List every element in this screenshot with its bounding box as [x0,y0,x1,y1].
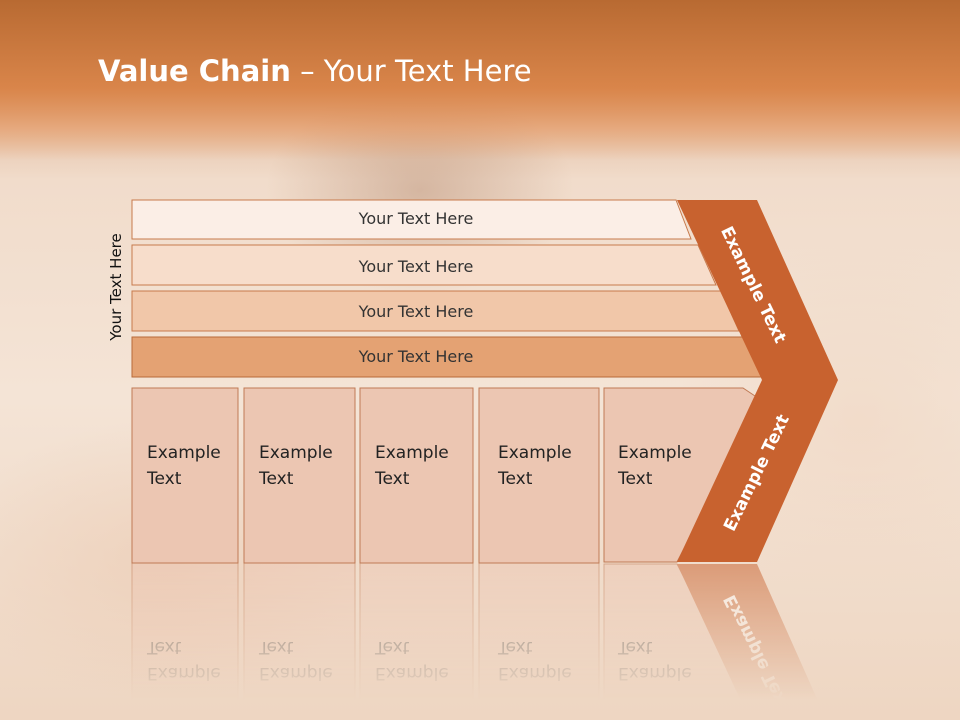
primary-box-line2: Text [258,469,294,489]
primary-box: Example Text [478,387,600,564]
diagram-reflection: Example Text Example Text Example Text E… [131,562,827,720]
primary-box-line1: Example [259,443,333,463]
primary-box: Example Text [131,387,239,564]
support-bar-shape [131,199,692,240]
primary-box-shape [478,387,600,564]
primary-box-line1: Example [618,443,692,463]
primary-box-line1: Example [498,443,572,463]
reflection-arrow [677,564,827,720]
primary-box-line2: Text [497,469,533,489]
primary-box-line1: Example [375,443,449,463]
reflection-text: Text [374,637,410,657]
reflection-text: Example [147,663,221,683]
primary-box-line1: Example [147,443,221,463]
margin-arrow [677,200,838,562]
primary-box-line2: Text [374,469,410,489]
reflection-text: Text [146,637,182,657]
reflection-text: Text [497,637,533,657]
support-bar-shape [131,244,717,286]
title-rest: – Your Text Here [290,54,532,88]
reflection-box [478,562,600,720]
primary-box-shape [243,387,356,564]
primary-box-shape [131,387,239,564]
support-bar: Your Text Here [131,199,692,240]
support-bar-label: Your Text Here [358,347,474,366]
support-bar-label: Your Text Here [358,302,474,321]
reflection-text: Example [498,663,572,683]
primary-box: Example Text [359,387,474,564]
primary-box-shape [359,387,474,564]
support-bar-label: Your Text Here [358,209,474,228]
reflection-text: Text [617,637,653,657]
title-bold: Value Chain [98,54,291,88]
diagram-main: Your Text Here Your Text Here Your Text … [131,199,838,564]
reflection-text: Example [618,663,692,683]
support-bar-label: Your Text Here [358,257,474,276]
support-bar: Your Text Here [131,244,717,286]
primary-box-line2: Text [146,469,182,489]
primary-box: Example Text [603,387,762,563]
support-bar: Your Text Here [131,290,740,332]
reflection-box [243,562,356,720]
reflection-text: Example [259,663,333,683]
header-band [0,0,960,160]
reflection-text: Text [258,637,294,657]
reflection-box [359,562,474,720]
reflection-text: Example [375,663,449,683]
slide-title: Value Chain – Your Text Here [98,54,532,88]
support-bar: Your Text Here [131,336,764,378]
primary-box-line2: Text [617,469,653,489]
primary-box: Example Text [243,387,356,564]
reflection-box [131,562,239,720]
